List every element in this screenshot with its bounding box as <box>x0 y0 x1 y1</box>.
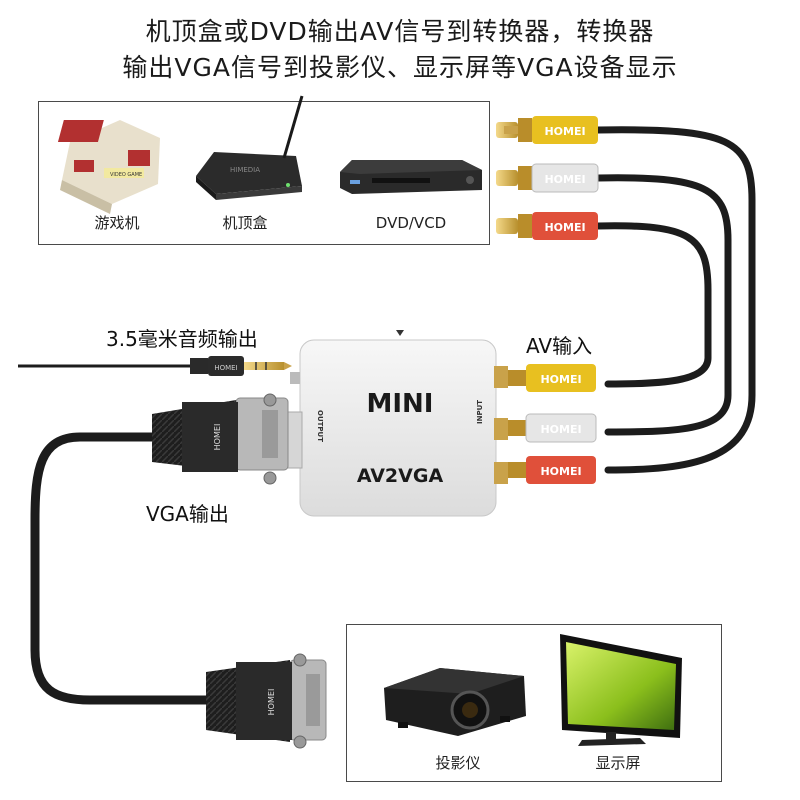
rca-plug-white-top: HOMEI <box>496 163 599 193</box>
source-caption-set-top-box: 机顶盒 <box>222 214 267 232</box>
projector-icon <box>384 668 526 736</box>
svg-text:HOMEI: HOMEI <box>540 465 581 478</box>
display-caption-projector: 投影仪 <box>435 754 480 772</box>
rca-plug-white-input: HOMEI <box>508 413 597 443</box>
source-caption-dvd: DVD/VCD <box>376 214 446 232</box>
av2vga-converter: MINI AV2VGA OUTPUT INPUT <box>287 330 508 517</box>
audio-output-label: 3.5毫米音频输出 <box>106 327 258 351</box>
vga-plug-display: HOMEI <box>206 653 327 749</box>
game-console-icon: VIDEO GAME <box>57 120 160 214</box>
dvd-player-icon <box>340 160 482 194</box>
converter-output-text: OUTPUT <box>316 410 324 442</box>
svg-text:HOMEI: HOMEI <box>544 173 585 186</box>
converter-model-text: AV2VGA <box>357 465 444 487</box>
vga-plug-output: HOMEI <box>152 393 289 485</box>
vga-cable-loop <box>30 432 215 705</box>
converter-mini-text: MINI <box>367 389 434 419</box>
svg-text:HOMEI: HOMEI <box>540 423 581 436</box>
headline-line-2: 输出VGA信号到投影仪、显示屏等VGA设备显示 <box>122 53 678 82</box>
rca-plug-yellow-top: HOMEI <box>496 116 598 144</box>
cable-brand-text: HOMEI <box>544 125 585 138</box>
source-caption-game-console: 游戏机 <box>94 214 139 232</box>
svg-text:HIMEDIA: HIMEDIA <box>230 166 260 174</box>
set-top-box-icon: HIMEDIA <box>196 95 304 200</box>
av-cable-loops <box>594 126 756 474</box>
svg-text:VIDEO GAME: VIDEO GAME <box>110 172 142 178</box>
rca-plug-yellow-input: HOMEI <box>508 364 596 392</box>
display-caption-monitor: 显示屏 <box>595 754 640 772</box>
svg-text:HOMEI: HOMEI <box>544 221 585 234</box>
svg-text:HOMEI: HOMEI <box>540 373 581 386</box>
vga-output-label: VGA输出 <box>146 502 229 526</box>
converter-input-text: INPUT <box>476 400 484 424</box>
headline-line-1: 机顶盒或DVD输出AV信号到转换器，转换器 <box>145 17 655 46</box>
rca-plug-red-input: HOMEI <box>508 456 596 484</box>
rca-plug-red-top: HOMEI <box>496 212 598 240</box>
svg-text:HOMEI: HOMEI <box>214 364 237 372</box>
monitor-icon <box>560 634 682 746</box>
svg-text:HOMEI: HOMEI <box>213 424 222 451</box>
audio-jack-plug: HOMEI <box>190 356 292 376</box>
av-input-label: AV输入 <box>526 334 593 358</box>
svg-text:HOMEI: HOMEI <box>267 689 276 716</box>
